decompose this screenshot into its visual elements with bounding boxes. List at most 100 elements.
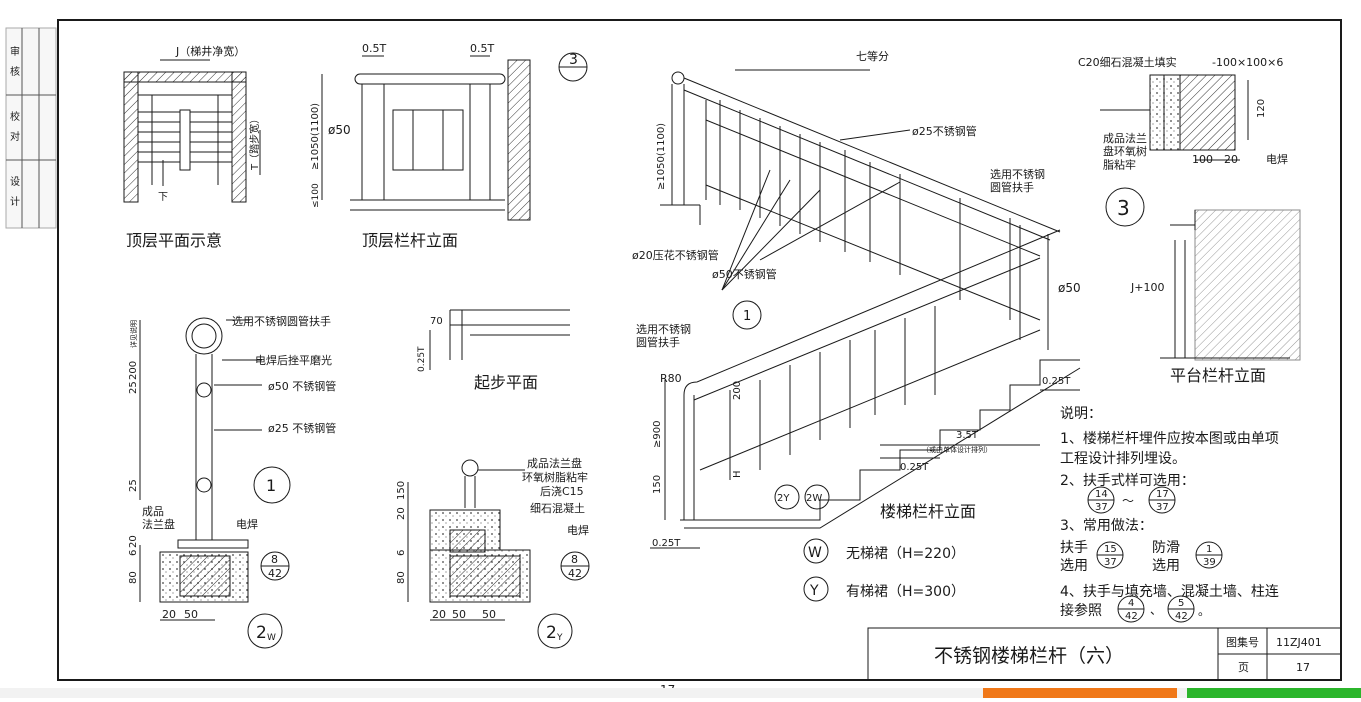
stair-seven-divisions: 七等分 [856, 49, 889, 63]
detail-2w-dim-6: 6 [128, 550, 139, 556]
detail-3-plate: -100×100×6 [1212, 56, 1283, 69]
green-action-button[interactable] [1187, 688, 1361, 698]
stair-dim-note: （或由单体设计排列） [922, 445, 992, 454]
detail-2y-flange: 成品法兰盘 [527, 456, 582, 470]
notes-handrail-select: 选用 [1060, 558, 1088, 574]
section-1-handrail-label: 选用不锈钢圆管扶手 [232, 314, 331, 328]
detail-3-dim-20: 20 [1224, 153, 1238, 166]
ref-1-bottom: 39 [1203, 557, 1216, 568]
top-railing-mark-3: 3 [569, 52, 578, 68]
notes-1b: 工程设计排列埋设。 [1060, 451, 1186, 467]
ref-15-bottom: 37 [1104, 557, 1117, 568]
top-plan-caption: 顶层平面示意 [126, 231, 222, 250]
drawing-frame [57, 19, 1342, 681]
detail-2y-fine: 细石混凝土 [530, 501, 585, 515]
ref-end: 。 [1198, 604, 1210, 618]
detail-2y-pour: 后浇C15 [540, 485, 584, 498]
detail-3-fill: C20细石混凝土填实 [1078, 55, 1177, 69]
detail-2y-dim-bottom-50b: 50 [482, 608, 496, 621]
detail-2w-ref-bottom: 42 [268, 567, 282, 580]
legend-y-text: 有梯裙（H=300） [846, 584, 965, 600]
orange-action-button[interactable] [983, 688, 1177, 698]
stair-d50-label: ø50不锈钢管 [712, 267, 777, 281]
detail-2y-dim-bottom-20: 20 [432, 608, 446, 621]
stair-mark-1: 1 [743, 309, 751, 324]
detail-2y-dim-80: 80 [396, 571, 407, 584]
section-1-dim-25: 25 [128, 381, 139, 394]
top-railing-dia: ø50 [328, 123, 351, 137]
top-plan-dim-depth: T（踏步宽） [248, 114, 261, 171]
atlas-label: 图集号 [1226, 635, 1259, 649]
stair-h150-label: 150 [652, 475, 663, 494]
detail-3-dim-120: 120 [1256, 99, 1267, 118]
margin-text-3: 校 [10, 110, 20, 123]
legend-w-letter: W [808, 545, 822, 561]
stair-dim-025t-b: 0.25T [1042, 376, 1071, 387]
detail-2y-epoxy: 环氧树脂粘牢 [522, 470, 588, 484]
detail-3-flange: 成品法兰盘环氧树脂粘牢 [1103, 131, 1147, 171]
ref-14-bottom: 37 [1095, 502, 1108, 513]
page-number: 17 [1296, 661, 1310, 674]
notes-antislip: 防滑 [1152, 539, 1180, 556]
stair-dim-35t: 3.5T [956, 430, 979, 441]
section-1-polish-label: 电焊后挫平磨光 [255, 353, 332, 367]
detail-3-mark: 3 [1117, 196, 1130, 220]
notes-2: 2、扶手式样可选用： [1060, 473, 1195, 489]
title-block [867, 627, 1342, 681]
start-plan-dim-025t: 0.25T [417, 346, 427, 372]
section-1-dim-top: 详见说明 [129, 320, 138, 348]
margin-text-4: 对 [10, 130, 20, 143]
detail-2y-view [407, 459, 590, 649]
stair-mark-2w: 2W [806, 493, 822, 504]
notes-3: 3、常用做法： [1060, 518, 1153, 534]
legend-circles [803, 538, 829, 602]
stair-mark-2y: 2Y [777, 493, 790, 504]
stair-dim-025t-a: 0.25T [900, 462, 929, 473]
detail-2y-dim-20: 20 [396, 507, 407, 520]
stair-h-label: H [732, 470, 743, 478]
notes-block: 说明： 1、楼梯栏杆埋件应按本图或由单项 工程设计排列埋设。 2、扶手式样可选用… [1060, 406, 1279, 619]
margin-text-6: 计 [10, 195, 20, 208]
start-plan-dim-70: 70 [430, 316, 443, 327]
section-1-dim-200: 200 [128, 361, 139, 380]
top-plan-dim-width: J（梯井净宽） [175, 44, 245, 58]
detail-2y-ref-bottom: 42 [568, 567, 582, 580]
margin-text-2: 核 [10, 65, 20, 78]
notes-4b: 接参照 [1060, 602, 1102, 619]
start-plan-caption: 起步平面 [474, 373, 538, 392]
ref-4-top: 4 [1128, 598, 1134, 609]
detail-2w-flange: 成品法兰盘 [142, 505, 175, 531]
ref-17-bottom: 37 [1156, 502, 1169, 513]
ref-1-top: 1 [1206, 544, 1212, 555]
top-railing-caption: 顶层栏杆立面 [362, 231, 458, 250]
stair-handrail2-label: 选用不锈钢圆管扶手 [636, 323, 691, 349]
stair-d25-label: ø25不锈钢管 [912, 124, 977, 138]
top-railing-height: ≥1050(1100) [310, 103, 321, 170]
ref-5-top: 5 [1178, 598, 1184, 609]
platform-dim: J+100 [1130, 281, 1164, 294]
ref-17-top: 17 [1156, 489, 1169, 500]
stair-height-label: ≥1050(1100) [656, 123, 667, 190]
detail-2w-dim-80: 80 [128, 571, 139, 584]
stair-d20-label: ø20压花不锈钢管 [632, 248, 719, 262]
detail-3-dim-100: 100 [1192, 153, 1213, 166]
stair-h200-label: 200 [732, 381, 743, 400]
stair-caption: 楼梯栏杆立面 [880, 502, 976, 521]
section-1-mark: 1 [266, 476, 276, 495]
ref-comma: 、 [1150, 603, 1162, 617]
platform-caption: 平台栏杆立面 [1170, 366, 1266, 385]
section-1-dim-25b: 25 [128, 479, 139, 492]
notes-ref-texts: 14 37 ～ 17 37 15 37 1 39 4 42 、 5 42 。 [1095, 489, 1216, 622]
margin-text-1: 审 [10, 45, 20, 58]
stair-handrail-label: 选用不锈钢圆管扶手 [990, 168, 1045, 194]
top-railing-view [321, 52, 588, 221]
detail-2y-ref-top: 8 [571, 553, 578, 566]
notes-ref-circles [1087, 486, 1223, 623]
detail-3-weld: 电焊 [1266, 152, 1288, 166]
detail-2y-dim-6: 6 [396, 550, 407, 556]
detail-2w-mark: 2 [256, 623, 267, 643]
section-1-d25-label: ø25 不锈钢管 [268, 421, 336, 435]
notes-4a: 4、扶手与填充墙、混凝土墙、柱连 [1060, 584, 1279, 600]
